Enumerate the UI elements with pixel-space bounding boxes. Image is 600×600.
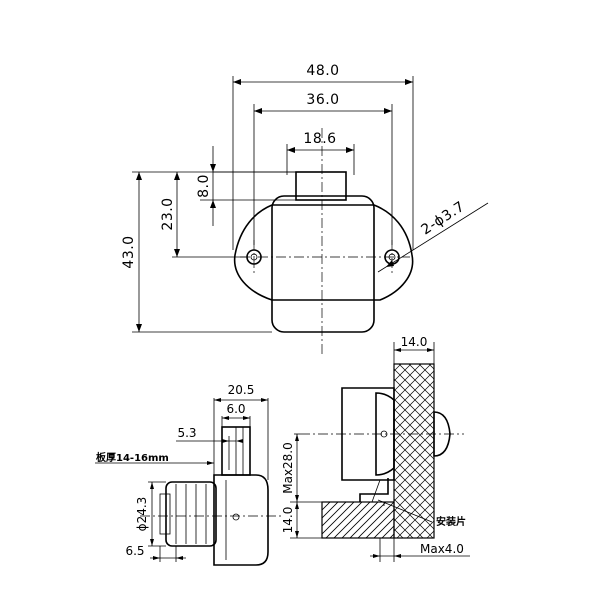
label-mounting-plate: 安装片 (436, 515, 466, 528)
side-knob (165, 481, 217, 547)
dim-install-14-bottom: 14.0 (281, 507, 295, 534)
front-flange-outline (233, 204, 414, 301)
dim-install-max28: Max28.0 (281, 442, 295, 494)
dim-hole-spec: 2-ϕ3.7 (418, 199, 467, 239)
install-latch-body (341, 387, 395, 481)
dim-panel-thickness: 板厚14-16mm (96, 451, 169, 464)
dim-button-height: 8.0 (196, 174, 212, 198)
front-button (295, 171, 347, 201)
dim-front-width: 48.0 (306, 63, 339, 79)
dim-install-max4: Max4.0 (420, 542, 464, 556)
install-view: 14.0 Max28.0 14.0 安装片 Max4.0 (281, 335, 470, 562)
install-mounting-plate (359, 478, 389, 502)
dim-center-height: 23.0 (160, 197, 176, 230)
side-view: 20.5 6.0 5.3 板厚14-16mm ϕ24.3 6.5 (95, 383, 282, 566)
install-shelf (321, 501, 395, 539)
dim-hole-spacing: 36.0 (306, 92, 339, 108)
dim-side-6: 6.0 (226, 402, 245, 416)
front-body-rect (271, 195, 375, 333)
dim-side-6-5: 6.5 (125, 544, 144, 558)
side-housing (213, 474, 269, 566)
dim-button-width: 18.6 (303, 131, 336, 147)
dim-overall-height: 43.0 (121, 235, 137, 268)
front-view: 48.0 36.0 18.6 43.0 23.0 8.0 2-ϕ3.7 (121, 63, 489, 355)
dim-side-diameter: ϕ24.3 (135, 497, 149, 532)
dim-side-5-3: 5.3 (177, 426, 196, 440)
dim-install-14: 14.0 (401, 335, 428, 349)
dim-side-depth: 20.5 (228, 383, 255, 397)
install-panel (393, 363, 435, 539)
